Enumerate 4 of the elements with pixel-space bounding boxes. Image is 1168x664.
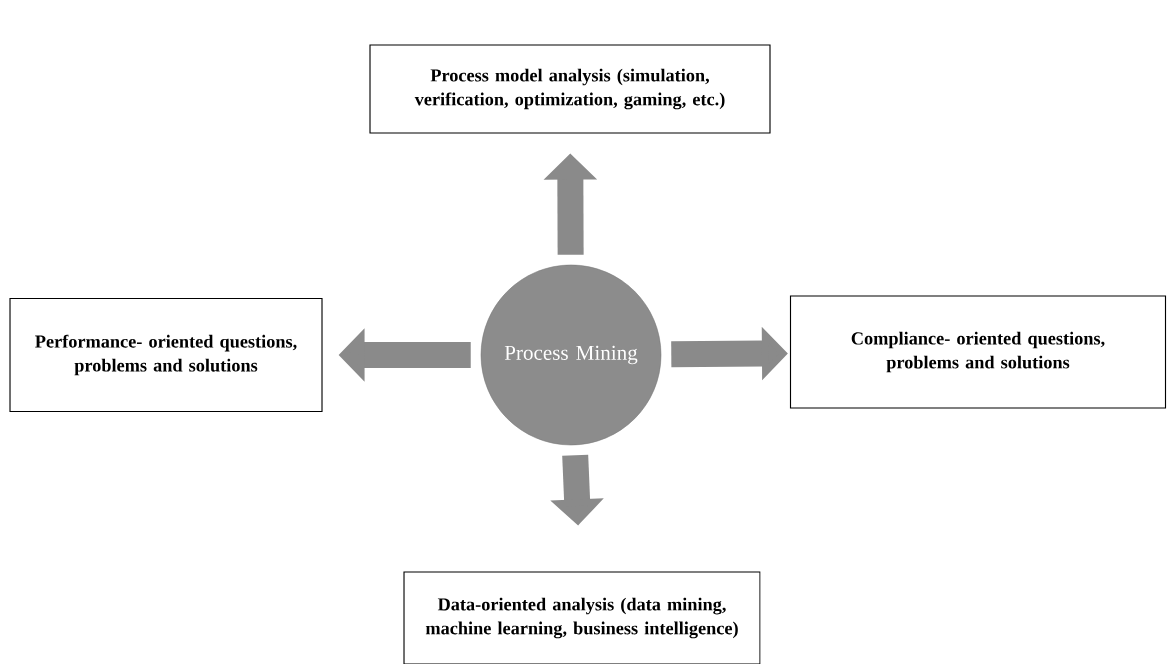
text-box: Performance- oriented questions, problems and solutions bbox=[9, 297, 323, 413]
text-box: Data-oriented analysis (data mining, machine learning, business intelligence) bbox=[403, 571, 761, 664]
text-box: Process model analysis (simulation, verification, optimization, gaming, etc.) bbox=[369, 44, 771, 134]
text-box: Compliance- oriented questions, problems and solutions bbox=[789, 295, 1167, 409]
